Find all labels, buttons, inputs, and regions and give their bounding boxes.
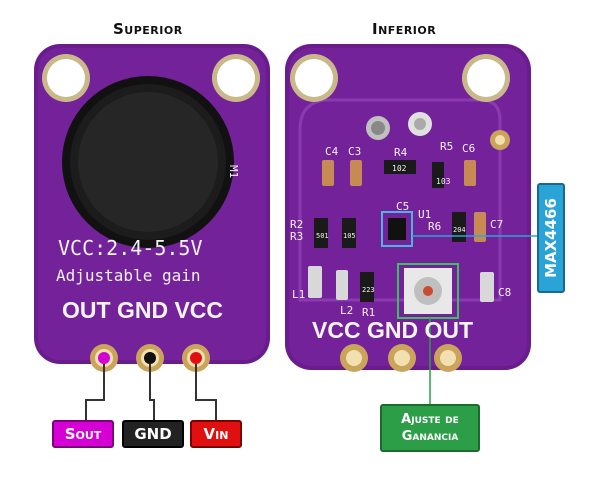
label-r1: R1 (362, 306, 375, 319)
title-inferior: Inferior (372, 20, 437, 38)
label-c8: C8 (498, 286, 511, 299)
label-r6: R6 (428, 220, 441, 233)
max4466-label: MAX4466 (537, 183, 565, 293)
label-r3: R3 (290, 230, 303, 243)
back-pin-labels: VCC GND OUT (312, 317, 473, 343)
label-r5: R5 (440, 140, 453, 153)
back-board: C4 C3 R4 102 R5 103 C6 R2 R3 501 105 C5 … (285, 44, 540, 404)
microphone-icon (62, 76, 234, 248)
label-r4: R4 (394, 146, 408, 159)
label-l2: L2 (340, 304, 353, 317)
code-103: 103 (436, 177, 451, 186)
gain-adjust-label: Ajuste de Ganancia (380, 404, 480, 452)
sout-label: Sout (52, 420, 114, 448)
front-board: M1 VCC:2.4-5.5V Adjustable gain OUT GND … (34, 44, 270, 420)
max4466-text: MAX4466 (542, 198, 561, 278)
mic-mark: M1 (227, 165, 240, 178)
code-223: 223 (362, 286, 375, 294)
label-l1: L1 (292, 288, 305, 301)
label-c3: C3 (348, 145, 361, 158)
front-pin-labels: OUT GND VCC (62, 297, 223, 323)
gnd-label: GND (122, 420, 184, 448)
gain-label-line2: Ganancia (401, 429, 459, 444)
gain-label-line1: Ajuste de (401, 412, 459, 427)
vin-label: Vin (190, 420, 242, 448)
code-102: 102 (392, 164, 407, 173)
label-c6: C6 (462, 142, 475, 155)
gain-potentiometer (397, 263, 459, 319)
code-501: 501 (316, 232, 329, 240)
label-u1: U1 (418, 208, 431, 221)
front-adjustable-gain: Adjustable gain (56, 266, 201, 285)
label-c5: C5 (396, 200, 409, 213)
label-c7: C7 (490, 218, 503, 231)
label-c4: C4 (325, 145, 339, 158)
front-vcc-range: VCC:2.4-5.5V (58, 236, 203, 260)
code-204: 204 (453, 226, 466, 234)
title-superior: Superior (113, 20, 183, 38)
label-r2: R2 (290, 218, 303, 231)
code-105: 105 (343, 232, 356, 240)
